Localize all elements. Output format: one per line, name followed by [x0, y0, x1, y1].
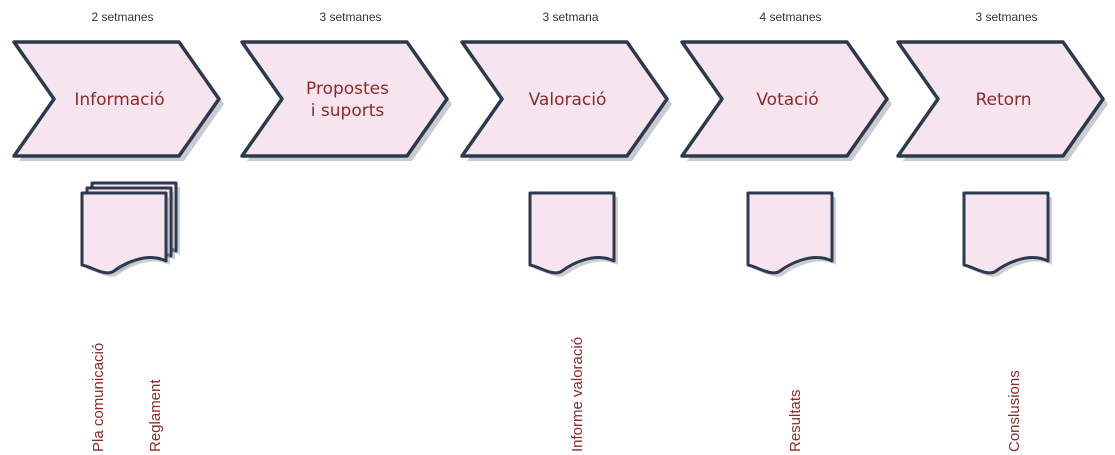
- document-1: Pla comunicació Reglament: [80, 181, 180, 452]
- document-label: Informe valoració: [569, 337, 586, 452]
- stage-title: Informació: [74, 90, 164, 110]
- document-icon: [746, 191, 834, 275]
- stage-chevron: [460, 40, 669, 158]
- document-icon: [528, 191, 616, 275]
- stage-title: Retorn: [975, 90, 1031, 110]
- stage-duration: 4 setmanes: [759, 10, 821, 24]
- stage-chevron: [240, 40, 449, 158]
- output-documents: Pla comunicació Reglament Informe valoraci…: [80, 181, 1052, 452]
- document-icon: [80, 191, 168, 275]
- document-label: Resultats: [787, 389, 804, 452]
- stage-duration: 3 setmana: [542, 10, 598, 24]
- document-3: Resultats: [746, 191, 836, 452]
- stage-title: Valoració: [529, 90, 607, 110]
- document-label: Reglament: [147, 379, 164, 452]
- document-label: Conslusions: [1006, 370, 1023, 452]
- stage-duration: 2 setmanes: [91, 10, 153, 24]
- stage-duration: 3 setmanes: [319, 10, 381, 24]
- stage-title: Votació: [756, 90, 818, 110]
- document-icon: [962, 191, 1050, 275]
- stage-chevron: [680, 40, 889, 158]
- stage-title: Propostes: [306, 79, 389, 99]
- stage-duration: 3 setmanes: [975, 10, 1037, 24]
- stage-chevron: [896, 40, 1105, 158]
- document-4: Conslusions: [962, 191, 1052, 452]
- document-2: Informe valoració: [528, 191, 618, 452]
- stage-chevron: [12, 40, 221, 158]
- document-label: Pla comunicació: [90, 343, 107, 452]
- stage-title: i suports: [311, 101, 385, 121]
